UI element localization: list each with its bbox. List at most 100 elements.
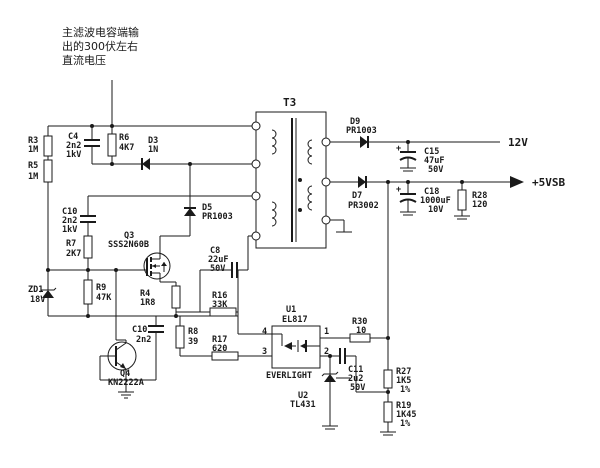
d5-diode	[184, 207, 196, 216]
r8-ref: R8	[188, 327, 198, 337]
c10b-val: 2n2	[136, 335, 151, 345]
r3-val: 1M	[28, 145, 38, 155]
c10b-capacitor	[148, 316, 164, 352]
r28-val: 120	[472, 200, 487, 210]
output-12v: 12V	[508, 136, 528, 149]
svg-text:+: +	[396, 185, 401, 195]
r4-resistor	[160, 281, 181, 316]
r28-resistor	[454, 182, 470, 220]
d9-diode	[330, 136, 500, 148]
gate-node	[46, 268, 140, 340]
c8-val: 22uF	[208, 255, 228, 265]
ground-symbol	[118, 386, 134, 399]
q4-val: KN2222A	[108, 378, 144, 388]
r27-val2: 1%	[400, 385, 411, 395]
d5-val: PR1003	[202, 212, 233, 222]
c11-ref: C11	[348, 365, 363, 375]
r16-val: 33K	[212, 300, 228, 310]
c15-val: 47uF	[424, 156, 444, 166]
output-5vsb: +5VSB	[532, 176, 565, 189]
q3-mosfet	[140, 252, 171, 282]
u1-val: EL817	[282, 315, 308, 325]
r30-ref: R30	[352, 317, 367, 327]
r6-resistor	[107, 126, 117, 166]
u1-pin1: 1	[324, 327, 329, 337]
u1-pin3: 3	[262, 347, 267, 357]
zd1-zener	[39, 270, 57, 316]
q3-ref: Q3	[124, 231, 134, 241]
q4-transistor	[99, 339, 157, 386]
r4-ref: R4	[140, 289, 150, 299]
c4-val2: 1kV	[66, 150, 81, 160]
u1-pin4: 4	[262, 327, 267, 337]
r8-resistor	[175, 316, 185, 356]
r4-val: 1R8	[140, 298, 155, 308]
c4-val: 2n2	[66, 141, 81, 151]
r16-resistor	[176, 270, 272, 335]
c18-ref: C18	[424, 187, 439, 197]
d9-ref: D9	[350, 117, 360, 127]
r7-ref: R7	[66, 239, 76, 249]
r5-ref: R5	[28, 161, 38, 171]
r28-ref: R28	[472, 191, 487, 201]
d3-val: 1N	[148, 145, 158, 155]
r5-val: 1M	[28, 172, 38, 182]
u2-tl431	[321, 354, 350, 430]
c4-ref: C4	[68, 132, 78, 142]
r6-val: 4K7	[119, 143, 134, 153]
c10a-ref: C10	[62, 207, 77, 217]
r17-val: 620	[212, 344, 227, 354]
r30-resistor	[330, 333, 390, 343]
d9-val: PR1003	[346, 126, 377, 136]
note-line-3: 直流电压	[62, 53, 106, 67]
u2-ref: U2	[298, 391, 308, 401]
r17-resistor	[180, 351, 272, 361]
c18-val2: 10V	[428, 205, 443, 215]
c8-val2: 50V	[210, 264, 225, 274]
u2-val: TL431	[290, 400, 316, 410]
r27-val: 1K5	[396, 376, 411, 386]
r16-ref: R16	[212, 291, 227, 301]
c8-ref: C8	[210, 246, 220, 256]
u1-ref: U1	[286, 305, 296, 315]
r7-val: 2K7	[66, 249, 81, 259]
r27-resistor	[383, 369, 393, 402]
svg-text:+: +	[396, 144, 401, 154]
r8-val: 39	[188, 337, 198, 347]
r9-val: 47K	[96, 293, 112, 303]
r17-ref: R17	[212, 335, 227, 345]
r3-resistor	[43, 126, 53, 160]
c15-val2: 50V	[428, 165, 443, 175]
r19-val: 1K45	[396, 410, 416, 420]
r7-resistor	[83, 235, 93, 270]
zd1-ref: ZD1	[28, 285, 43, 295]
c18-capacitor: +	[396, 182, 417, 216]
zd1-val: 18V	[30, 295, 45, 305]
c10a-val2: 1kV	[62, 225, 77, 235]
transformer-t3	[251, 111, 352, 249]
d7-diode	[330, 176, 524, 188]
r9-ref: R9	[96, 283, 106, 293]
note-line-2: 出的300伏左右	[62, 39, 138, 53]
d7-val: PR3002	[348, 201, 379, 211]
r5-resistor	[43, 159, 53, 270]
u1-optocoupler	[271, 325, 330, 369]
r19-ref: R19	[396, 401, 411, 411]
r3-ref: R3	[28, 136, 38, 146]
d7-ref: D7	[352, 191, 362, 201]
c11-val: 2u2	[348, 374, 363, 384]
u1-pin2: 2	[324, 347, 329, 357]
c15-capacitor: +	[396, 142, 417, 172]
d3-ref: D3	[148, 136, 158, 146]
d3-diode	[112, 158, 256, 170]
c10a-val: 2n2	[62, 216, 77, 226]
d5-ref: D5	[202, 203, 212, 213]
c18-val: 1000uF	[420, 196, 451, 206]
hv-rail	[48, 80, 256, 128]
c15-ref: C15	[424, 147, 439, 157]
r9-resistor	[83, 270, 93, 316]
r19-val2: 1%	[400, 419, 411, 429]
r19-resistor	[380, 401, 396, 436]
q3-val: SSS2N60B	[108, 240, 149, 250]
